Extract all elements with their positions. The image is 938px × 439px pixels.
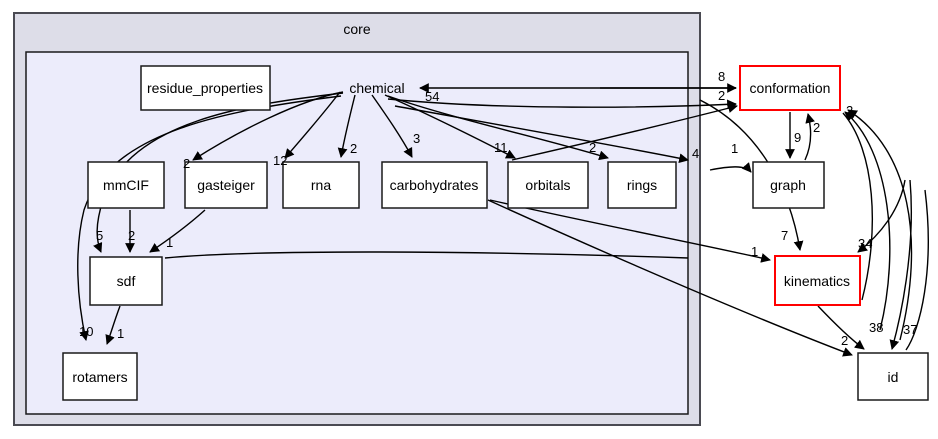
node-kinematics[interactable]: kinematics: [774, 255, 861, 306]
node-label: orbitals: [525, 177, 570, 193]
edge-label: 54: [425, 89, 439, 104]
edge-label: 4: [692, 146, 699, 161]
edge-label: 2: [718, 88, 725, 103]
edge-right-id-extra: [905, 189, 929, 351]
edge-chemical-mmCIF: [192, 91, 344, 161]
edge-id-conformation-2a: [844, 111, 891, 331]
edge-label: 10: [79, 324, 93, 339]
edge-sdf-rotamers-1: [105, 305, 121, 345]
node-carbohydrates[interactable]: carbohydrates: [381, 161, 488, 209]
edge-cluster-sdf-long: [164, 251, 689, 259]
edge-label: 11: [494, 140, 508, 155]
edge-label: 2: [841, 333, 848, 348]
node-label: conformation: [750, 80, 831, 96]
edge-kinematics-id-38: [817, 305, 865, 350]
edge-cluster-conformation-2: [387, 98, 737, 110]
node-rings[interactable]: rings: [607, 161, 677, 209]
edge-graph-conformation-2: [804, 113, 815, 161]
node-graph[interactable]: graph: [752, 161, 825, 209]
edge-right-kinematics-34: [857, 179, 906, 253]
edge-label: 1: [166, 235, 173, 250]
node-label: kinematics: [784, 273, 850, 289]
edge-chemical-rna: [337, 94, 356, 158]
node-residue_properties[interactable]: residue_properties: [140, 65, 271, 111]
edge-chemical-rings: [387, 95, 609, 161]
edge-label: 1: [731, 141, 738, 156]
edge-label: 1: [117, 326, 124, 341]
node-label: gasteiger: [197, 177, 255, 193]
edge-label: 2: [589, 140, 596, 155]
edge-label: 9: [794, 130, 801, 145]
edge-cluster-graph-1: [709, 162, 752, 173]
node-sdf[interactable]: sdf: [89, 256, 163, 306]
node-label: rna: [311, 177, 331, 193]
edge-label: 2: [350, 141, 357, 156]
edge-right-id-37: [889, 179, 913, 350]
edge-label: 2: [183, 156, 190, 171]
edge-label: 5: [96, 228, 103, 243]
node-label: rings: [627, 177, 657, 193]
node-label: rotamers: [72, 369, 127, 385]
edge-label: 1: [751, 244, 758, 259]
node-label: residue_properties: [147, 80, 263, 96]
node-label: carbohydrates: [390, 177, 479, 193]
node-label: chemical: [349, 80, 404, 96]
node-rotamers[interactable]: rotamers: [62, 352, 138, 401]
edge-label: 2: [813, 120, 820, 135]
edge-label: 12: [273, 153, 287, 168]
node-mmCIF[interactable]: mmCIF: [87, 161, 165, 209]
edge-chemical-orbitals: [384, 94, 516, 159]
node-orbitals[interactable]: orbitals: [507, 161, 589, 209]
edge-kinematics-conformation: [842, 112, 874, 301]
node-label: id: [888, 369, 899, 385]
edge-label: 7: [781, 228, 788, 243]
edge-label: 3: [413, 131, 420, 146]
node-label: graph: [770, 177, 806, 193]
edge-chemical-carbohydrates: [371, 94, 413, 158]
node-chemical[interactable]: chemical: [349, 80, 404, 96]
edge-chemical-sdf-a: [93, 92, 344, 253]
edge-orbitals-conformation: [511, 103, 738, 161]
edge-label: 34: [858, 236, 872, 251]
edge-label: 8: [718, 69, 725, 84]
edge-id-conformation-2b: [847, 109, 913, 341]
edge-label: 38: [869, 320, 883, 335]
node-label: sdf: [117, 273, 136, 289]
edge-label-layer: 2 12 2 3 11 2 8 2 54 4 1 9 2 2 5 2 1 10 …: [79, 69, 917, 348]
node-rna[interactable]: rna: [282, 161, 360, 209]
node-id[interactable]: id: [857, 352, 929, 401]
edge-label: 2: [128, 228, 135, 243]
node-label: mmCIF: [103, 177, 149, 193]
edge-label: 2: [846, 103, 853, 118]
edge-gasteiger-sdf-1: [149, 209, 206, 253]
node-conformation[interactable]: conformation: [739, 65, 841, 111]
edge-cluster-kinematics-1: [489, 199, 771, 263]
node-layer: residue_properties chemical mmCIF gastei…: [62, 65, 929, 401]
edge-chemical-exit-4: [394, 105, 689, 163]
cluster-title: core: [343, 21, 370, 37]
node-gasteiger[interactable]: gasteiger: [184, 161, 268, 209]
edge-cluster-id-2: [487, 199, 853, 357]
edge-label: 37: [903, 322, 917, 337]
